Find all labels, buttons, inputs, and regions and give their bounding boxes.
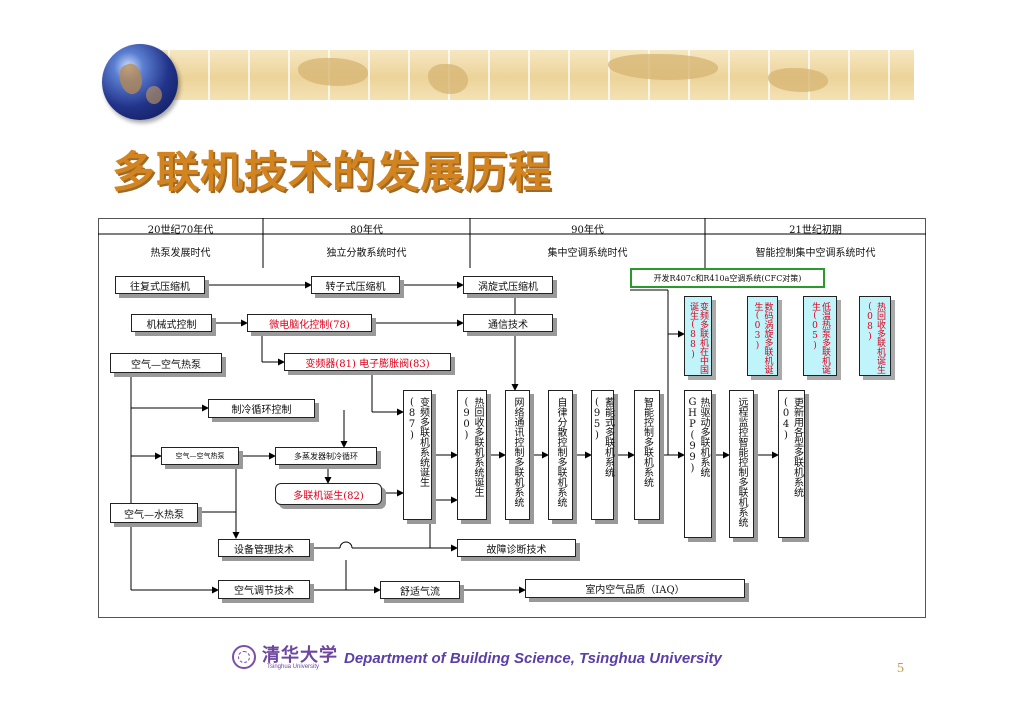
era-period-3: 90年代 xyxy=(470,221,705,236)
vnode-heat-recovery-vrf-china: 热回收多联机诞生(08) xyxy=(859,296,891,376)
tsinghua-logo-subtext: Tsinghua University xyxy=(267,664,319,670)
node-mechanical-control: 机械式控制 xyxy=(131,314,212,332)
vnode-inverter-vrf: 变频多联机系统诞生(87) xyxy=(403,390,432,520)
node-refrigeration-cycle-control: 制冷循环控制 xyxy=(208,399,315,418)
tsinghua-seal-icon xyxy=(232,645,256,669)
node-multi-evaporator-cycle: 多蒸发器制冷循环 xyxy=(275,447,377,465)
era-name-1: 热泵发展时代 xyxy=(98,244,263,259)
node-comfort-airflow: 舒适气流 xyxy=(380,581,460,599)
page-number: 5 xyxy=(897,661,904,677)
node-air-water-heat-pump: 空气—水热泵 xyxy=(110,503,198,523)
node-air-conditioning-technology: 空气调节技术 xyxy=(218,580,310,599)
vnode-digital-scroll-vrf: 数码涡旋多联机诞生(03) xyxy=(747,296,778,376)
node-refrigerant-development: 开发R407c和R410a空调系统(CFC对策) xyxy=(630,268,825,288)
node-microcomputer-control: 微电脑化控制(78) xyxy=(247,314,372,332)
node-air-air-heat-pump-2: 空气—空气热泵 xyxy=(161,447,239,465)
vnode-china-inverter-vrf: 变频多联机在中国诞生(88) xyxy=(684,296,712,376)
node-indoor-air-quality: 室内空气品质（IAQ） xyxy=(525,579,745,598)
era-period-4: 21世纪初期 xyxy=(705,221,926,236)
vnode-gas-heat-pump-vrf: 热驱动多联机系统GHP(99) xyxy=(684,390,712,538)
node-reciprocating-compressor: 往复式压缩机 xyxy=(115,276,205,294)
node-vrf-birth: 多联机诞生(82) xyxy=(275,483,382,505)
node-equipment-management: 设备管理技术 xyxy=(218,539,310,557)
vnode-renewal-vrf: 更新用各型多联机系统(04) xyxy=(778,390,805,538)
vnode-remote-monitoring-vrf: 远程监控智能控制多联机系统 xyxy=(729,390,754,538)
vnode-smart-control-vrf: 智能控制多联机系统 xyxy=(634,390,660,520)
footer-department: Department of Building Science, Tsinghua… xyxy=(344,650,722,667)
era-name-4: 智能控制集中空调系统时代 xyxy=(705,244,926,259)
era-period-1: 20世纪70年代 xyxy=(98,221,263,236)
vnode-low-temp-hp-vrf: 低温热泵多联机诞生(05) xyxy=(803,296,837,376)
vnode-network-control-vrf: 网络通讯控制多联机系统 xyxy=(505,390,530,520)
era-name-2: 独立分散系统时代 xyxy=(263,244,470,259)
era-name-3: 集中空调系统时代 xyxy=(470,244,705,259)
node-communication-technology: 通信技术 xyxy=(463,314,553,332)
node-fault-diagnosis: 故障诊断技术 xyxy=(457,539,576,557)
vnode-heat-recovery-vrf: 热回收多联机系统诞生(90) xyxy=(457,390,487,520)
vnode-storage-vrf: 蓄能式多联机系统(95) xyxy=(591,390,614,520)
node-inverter-eev: 变频器(81) 电子膨胀阀(83) xyxy=(284,353,451,371)
node-rotary-compressor: 转子式压缩机 xyxy=(311,276,400,294)
vnode-autonomous-control-vrf: 自律分散控制多联机系统 xyxy=(548,390,573,520)
node-scroll-compressor: 涡旋式压缩机 xyxy=(463,276,553,294)
node-air-air-heat-pump: 空气—空气热泵 xyxy=(110,353,222,373)
era-period-2: 80年代 xyxy=(263,221,470,236)
